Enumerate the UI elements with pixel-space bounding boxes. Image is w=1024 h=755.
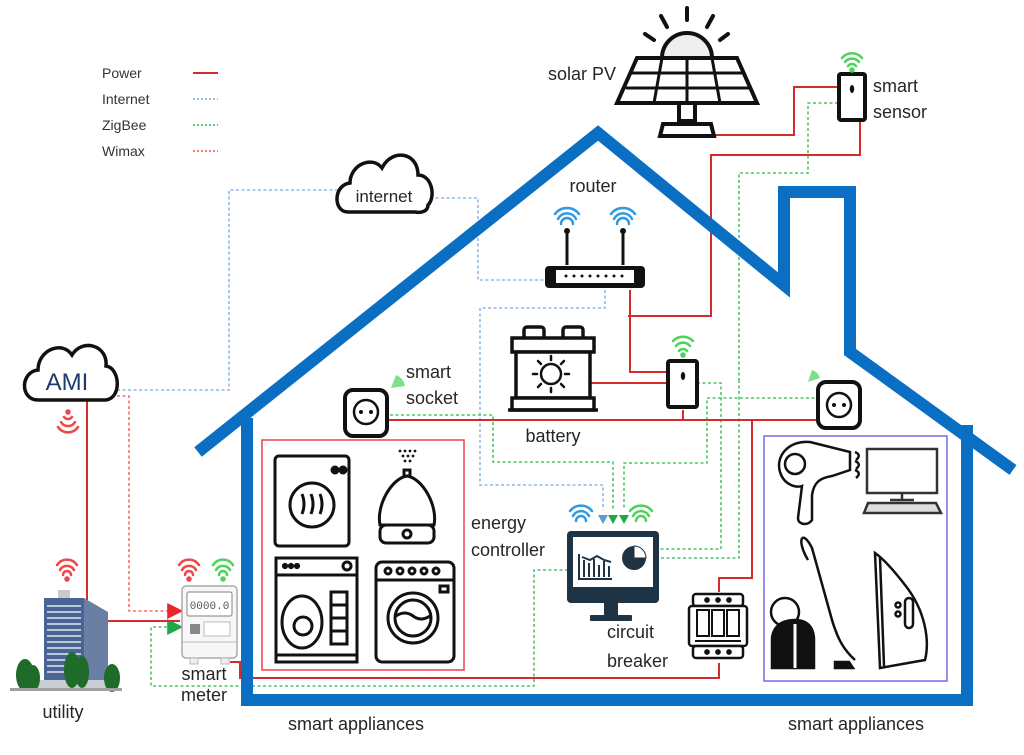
battery-icon bbox=[508, 325, 598, 412]
washing-machine-icon bbox=[374, 560, 456, 664]
smart-meter-display: 0000.0 bbox=[190, 601, 230, 613]
solar-to-sensor-power bbox=[713, 86, 838, 136]
label-internet: internet bbox=[356, 187, 413, 206]
ami-to-meter-wimax-link bbox=[117, 395, 184, 619]
iron-icon bbox=[873, 550, 929, 670]
label-circuit-breaker-1: circuit bbox=[607, 622, 654, 642]
dryer-icon bbox=[273, 454, 351, 548]
label-circuit-breaker-2: breaker bbox=[607, 651, 668, 671]
wifi-icon-hub bbox=[671, 335, 695, 358]
label-utility: utility bbox=[42, 702, 83, 722]
wifi-icon-socket-left bbox=[391, 375, 405, 388]
legend-label-internet: Internet bbox=[102, 91, 150, 107]
smart-sensor-icon bbox=[837, 72, 867, 122]
zigbee-arrow-icon-2 bbox=[619, 515, 629, 524]
house-outline bbox=[194, 125, 1017, 706]
wifi-icon-controller-blue bbox=[568, 504, 594, 523]
label-smart-appliances-left: smart appliances bbox=[288, 714, 424, 734]
wifi-icon-ami bbox=[56, 409, 80, 434]
node-labels: solar PV smart sensor internet router AM… bbox=[42, 64, 927, 734]
socket-left-to-controller bbox=[390, 414, 614, 510]
legend-label-power: Power bbox=[102, 65, 142, 81]
ami-to-internet-link bbox=[117, 189, 338, 391]
router-to-controller-link bbox=[479, 290, 606, 510]
router-to-hub-power bbox=[629, 290, 670, 373]
label-smart-socket-1: smart bbox=[406, 362, 451, 382]
wifi-icon-router-left bbox=[553, 206, 581, 226]
internet-to-router-link bbox=[430, 197, 545, 281]
wimax-links bbox=[117, 395, 184, 619]
legend-label-wimax: Wimax bbox=[102, 143, 145, 159]
smart-socket-left-icon bbox=[343, 388, 389, 438]
label-solar-pv: solar PV bbox=[548, 64, 616, 84]
wifi-icon-controller-green bbox=[628, 504, 654, 523]
legend-labels: Power Internet ZigBee Wimax bbox=[102, 65, 150, 159]
label-smart-sensor-2: sensor bbox=[873, 102, 927, 122]
hub-sensor-icon bbox=[666, 359, 699, 409]
label-energy-controller-2: controller bbox=[471, 540, 545, 560]
router-icon bbox=[545, 228, 645, 288]
energy-controller-icon bbox=[567, 531, 659, 621]
label-energy-controller-1: energy bbox=[471, 513, 526, 533]
smart-meter-icon: 0000.0 bbox=[181, 585, 238, 665]
wifi-icon-router-right bbox=[609, 206, 637, 226]
ami-to-meter-power-link bbox=[86, 400, 180, 622]
wifi-icon-meter-red bbox=[177, 558, 201, 582]
controller-input-arrows bbox=[598, 515, 629, 524]
internet-cloud-icon bbox=[335, 153, 434, 215]
solar-pv-icon bbox=[613, 6, 761, 138]
label-smart-socket-2: socket bbox=[406, 388, 458, 408]
smart-socket-right-icon bbox=[816, 380, 862, 430]
dishwasher-icon bbox=[274, 556, 359, 664]
legend-label-zigbee: ZigBee bbox=[102, 117, 147, 133]
hair-dryer-icon bbox=[777, 440, 860, 526]
vacuum-cleaner-icon bbox=[769, 536, 856, 670]
wifi-icon-socket-right bbox=[808, 370, 820, 382]
zigbee-arrow-icon-1 bbox=[608, 515, 618, 524]
wifi-icon-utility bbox=[55, 558, 79, 582]
label-ami: AMI bbox=[46, 369, 89, 396]
wifi-icon-meter-green bbox=[211, 558, 235, 582]
label-router: router bbox=[569, 176, 616, 196]
desktop-computer-icon bbox=[862, 447, 944, 515]
hub-to-controller bbox=[660, 382, 722, 550]
label-smart-meter-2: meter bbox=[181, 685, 227, 705]
socket-right-to-controller bbox=[623, 397, 820, 510]
internet-links bbox=[117, 189, 606, 510]
utility-building-icon bbox=[10, 590, 122, 692]
circuit-breaker-icon bbox=[687, 592, 749, 660]
zigbee-bus-to-controller bbox=[660, 380, 740, 559]
wifi-icon-sensor bbox=[840, 52, 864, 73]
ami-cloud-icon bbox=[22, 343, 119, 402]
controller-to-meter-link bbox=[150, 569, 568, 687]
label-smart-meter-1: smart bbox=[182, 664, 227, 684]
internet-arrow-icon bbox=[598, 515, 608, 524]
label-smart-sensor-1: smart bbox=[873, 76, 918, 96]
humidifier-icon bbox=[377, 449, 437, 545]
legend bbox=[193, 72, 218, 152]
appliances-box-left bbox=[261, 439, 465, 671]
bus-to-breaker-power bbox=[718, 420, 753, 592]
sensor-to-hub-power bbox=[628, 122, 861, 317]
label-battery: battery bbox=[525, 426, 580, 446]
appliances-box-right bbox=[763, 435, 948, 682]
breaker-to-meter-power bbox=[230, 661, 720, 679]
label-smart-appliances-right: smart appliances bbox=[788, 714, 924, 734]
